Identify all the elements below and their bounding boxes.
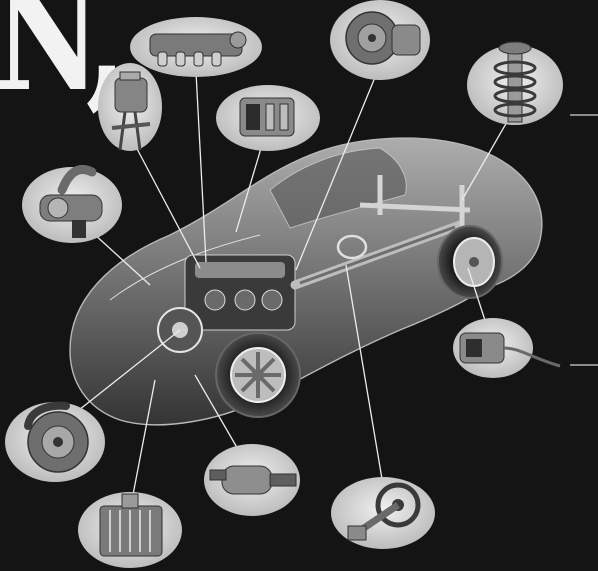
callout-exhaust-muffler: [204, 444, 300, 516]
callout-strut-spring: [467, 42, 563, 125]
car-illustration: [70, 138, 542, 425]
rear-wheel: [438, 226, 502, 298]
callout-transmission: [330, 0, 430, 80]
callout-wheel-speed-sensor: [453, 318, 560, 378]
callout-throttle-body: [22, 167, 122, 243]
ignition-module-icon: [240, 98, 294, 136]
callout-steering-column: [331, 477, 435, 549]
callout-brake-disc: [5, 402, 105, 482]
callout-alternator: [98, 63, 162, 151]
callout-radiator: [78, 492, 182, 568]
callout-intake-manifold: [130, 17, 262, 77]
front-wheel: [216, 333, 300, 417]
callout-ignition-module: [216, 85, 320, 151]
